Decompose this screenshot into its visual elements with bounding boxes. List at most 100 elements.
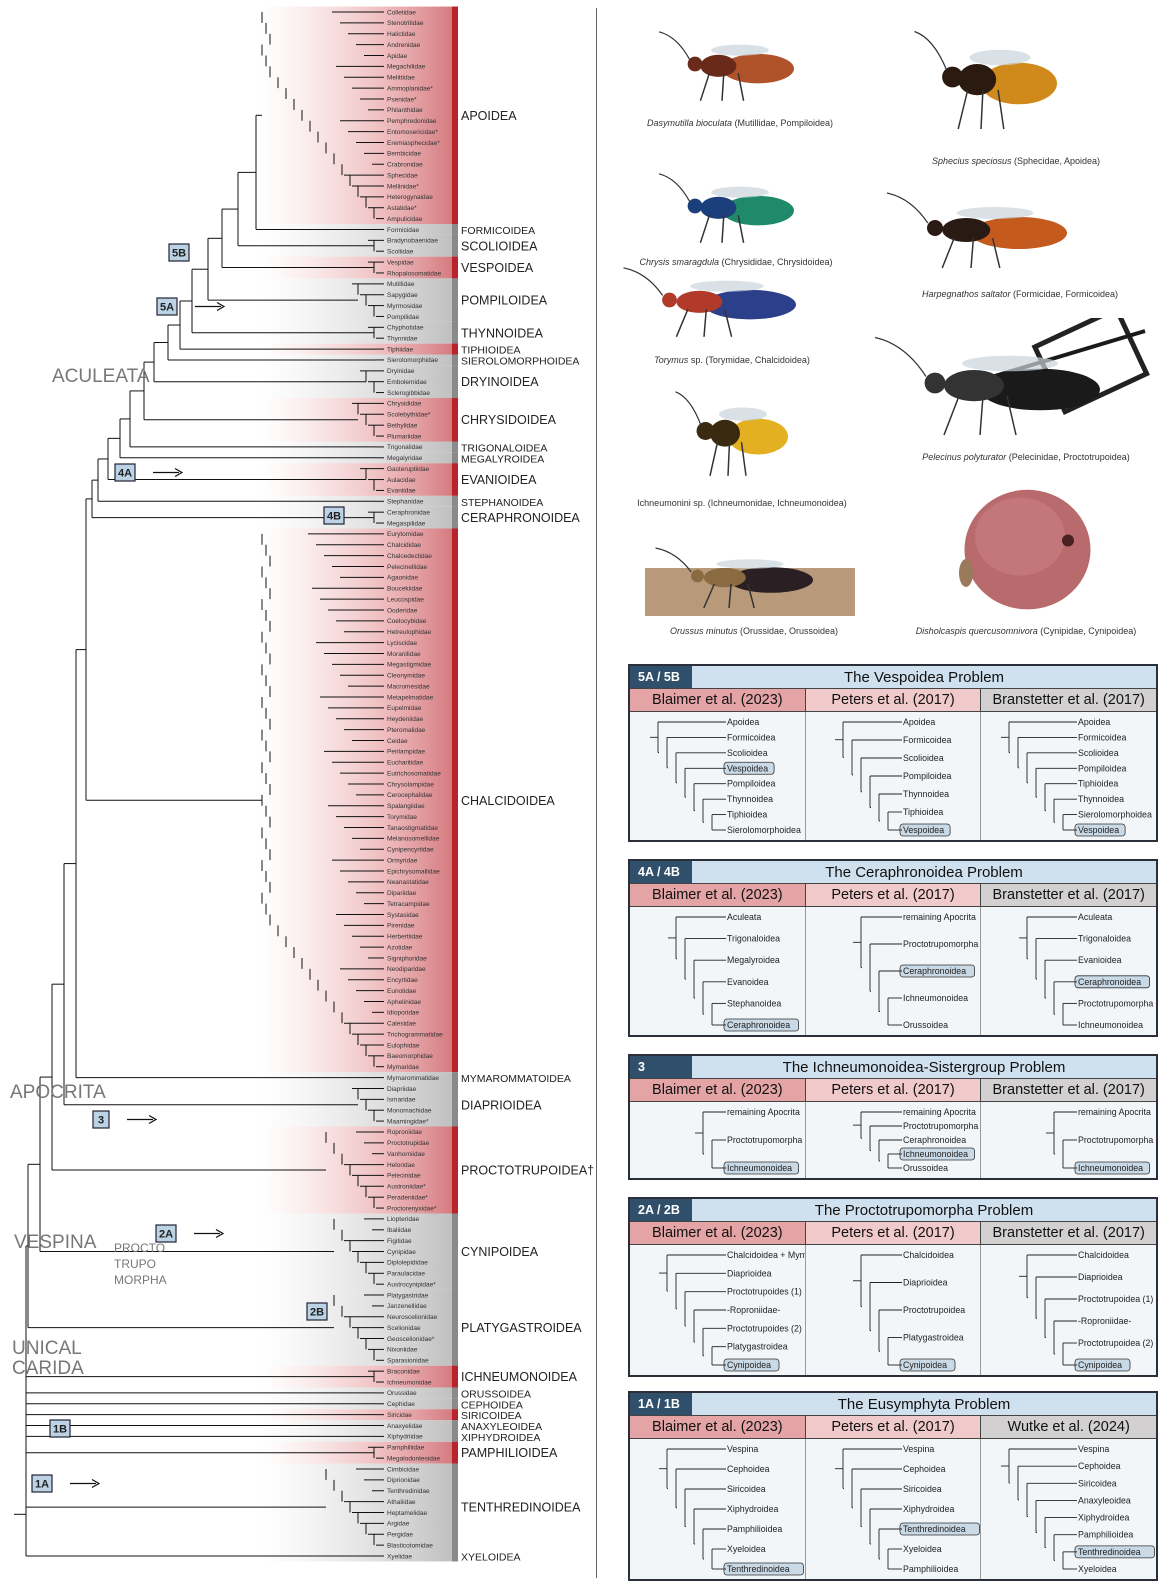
mini-tree-tip: Aculeata: [1078, 912, 1112, 922]
superfamily-label: SCOLIOIDEA: [461, 239, 538, 253]
svg-text:1B: 1B: [53, 1424, 67, 1436]
family-label: Geoscelionidae*: [387, 1336, 435, 1343]
specimen-image: [860, 318, 1160, 448]
family-label: Neanastatidae: [387, 879, 429, 886]
family-label: Diapriidae: [387, 1086, 417, 1093]
family-label: Neodiparidae: [387, 966, 426, 973]
study-header: Blaimer et al. (2023): [630, 1222, 806, 1244]
mini-tree-tip: Cynipoidea: [903, 1360, 947, 1370]
family-label: Mymarommatidae: [387, 1075, 439, 1082]
mini-tree-tip: Ichneumonoidea: [903, 1149, 968, 1159]
family-label: Crabronidae: [387, 162, 423, 169]
family-label: Metapelmatidae: [387, 694, 434, 701]
family-label: Pirenidae: [387, 923, 415, 930]
mini-tree-tip: Xiphydroidea: [727, 1504, 778, 1514]
family-label: Azotidae: [387, 944, 413, 951]
family-label: Pompilidae: [387, 314, 420, 321]
mini-tree-tip: Proctotrupomorpha: [1078, 998, 1153, 1008]
mini-tree-tip: Anaxyleoidea: [1078, 1495, 1131, 1505]
family-label: Eremiasphecidae*: [387, 140, 440, 147]
group-proctotrupomorpha: PROCTO: [114, 1241, 165, 1255]
mini-tree-tip: Formicoidea: [903, 735, 952, 745]
mini-tree-tip: Apoidea: [1078, 717, 1110, 727]
family-label: Pergidae: [387, 1532, 413, 1539]
mini-tree: remaining ApocritaProctotrupomorphaCerap…: [806, 907, 982, 1035]
mini-tree-tip: Tenthredinoidea: [727, 1564, 790, 1574]
mini-tree-tip: Ceraphronoidea: [1078, 977, 1141, 987]
family-label: Chalcedectidae: [387, 553, 432, 560]
mini-tree-tip: Trigonaloidea: [1078, 934, 1131, 944]
family-label: Proctotrupidae: [387, 1140, 430, 1147]
mini-tree-tip: remaining Apocrita: [903, 1107, 976, 1117]
study-header: Blaimer et al. (2023): [630, 1416, 806, 1438]
family-label: Neuroscelionidae: [387, 1314, 438, 1321]
panel-code: 5A / 5B: [630, 666, 692, 688]
node-5b: 5B: [169, 244, 189, 261]
bar-evanioidea: [452, 463, 458, 496]
specimen-image: [650, 160, 830, 252]
bar-xiphydroidea: [452, 1431, 458, 1442]
family-label: Diplolepididae: [387, 1260, 428, 1267]
mini-tree-tip: Stephanoidea: [727, 998, 781, 1008]
superfamily-label: ICHNEUMONOIDEA: [461, 1370, 578, 1384]
mini-tree-tip: Xyeloidea: [727, 1544, 766, 1554]
panel-title: The Proctotrupomorpha Problem: [692, 1199, 1156, 1221]
family-label: Chalcididae: [387, 542, 421, 549]
family-label: Heloridae: [387, 1162, 415, 1169]
mini-tree-tip: Cephoidea: [727, 1464, 770, 1474]
family-label: Eulophidae: [387, 1042, 420, 1049]
family-label: Melittidae: [387, 75, 415, 82]
mini-tree-tip: Platygastroidea: [727, 1342, 788, 1352]
family-label: Cerocephalidae: [387, 792, 433, 799]
superfamily-label: POMPILOIDEA: [461, 294, 548, 308]
group-unicalcarida: UNICAL: [12, 1338, 82, 1359]
mini-tree-tip: Ceraphronoidea: [903, 1135, 966, 1145]
svg-text:3: 3: [98, 1115, 104, 1127]
specimen-caption: Orussus minutus (Orussidae, Orussoidea): [624, 626, 884, 636]
mini-tree-tip: Trigonaloidea: [727, 934, 780, 944]
family-label: Nixoniidae: [387, 1347, 418, 1354]
family-label: Idioporidae: [387, 1010, 420, 1017]
family-label: Bethylidae: [387, 422, 418, 429]
mini-tree-tip: remaining Apocrita: [903, 912, 976, 922]
family-label: Aulacidae: [387, 477, 416, 484]
family-label: Liopteridae: [387, 1216, 420, 1223]
family-label: Argidae: [387, 1521, 410, 1528]
family-label: Philanthidae: [387, 107, 423, 114]
mini-tree-tip: Diaprioidea: [727, 1268, 772, 1278]
mini-tree-tip: Orussoidea: [903, 1163, 948, 1173]
family-label: Tanaostigmatidae: [387, 825, 438, 832]
family-label: Astatidae*: [387, 205, 417, 212]
family-label: Embolemidae: [387, 379, 427, 386]
mini-tree-tip: Diaprioidea: [1078, 1272, 1123, 1282]
family-label: Herbertiidae: [387, 934, 423, 941]
family-label: Gasteruptiidae: [387, 466, 430, 473]
group-aculeata: ACULEATA: [52, 366, 150, 387]
family-label: Eurytomidae: [387, 531, 424, 538]
family-label: Coelocybidae: [387, 618, 427, 625]
family-label: Formicidae: [387, 227, 420, 234]
mini-tree: remaining ApocritaProctotrupomorphaIchne…: [630, 1102, 806, 1178]
family-label: Psenidae*: [387, 96, 417, 103]
mini-tree-tip: Evanioidea: [1078, 955, 1122, 965]
family-label: Orussidae: [387, 1390, 417, 1397]
bar-pompiloidea: [452, 278, 458, 321]
superfamily-label: MEGALYROIDEA: [461, 453, 544, 465]
family-label: Cimbicidae: [387, 1466, 420, 1473]
mini-tree-tip: Diaprioidea: [903, 1278, 948, 1288]
bar-ichneumonoidea: [452, 1366, 458, 1388]
family-label: Evaniidae: [387, 488, 416, 495]
mini-tree: ApoideaFormicoideaScolioideaVespoideaPom…: [630, 712, 806, 840]
superfamily-label: CERAPHRONOIDEA: [461, 511, 580, 525]
family-label: Monomachidae: [387, 1107, 432, 1114]
mini-tree-tip: Siricoidea: [903, 1484, 942, 1494]
mini-tree-tip: Pompiloidea: [1078, 763, 1127, 773]
mini-tree-tip: Thynnoidea: [903, 789, 949, 799]
mini-tree-tip: Pamphilioidea: [1078, 1530, 1133, 1540]
svg-text:2A: 2A: [159, 1229, 173, 1241]
bar-tiphioidea: [452, 344, 458, 355]
specimen-image: [945, 482, 1095, 612]
family-label: Agaonidae: [387, 575, 418, 582]
family-label: Torymidae: [387, 814, 417, 821]
study-header: Wutke et al. (2024): [981, 1416, 1156, 1438]
